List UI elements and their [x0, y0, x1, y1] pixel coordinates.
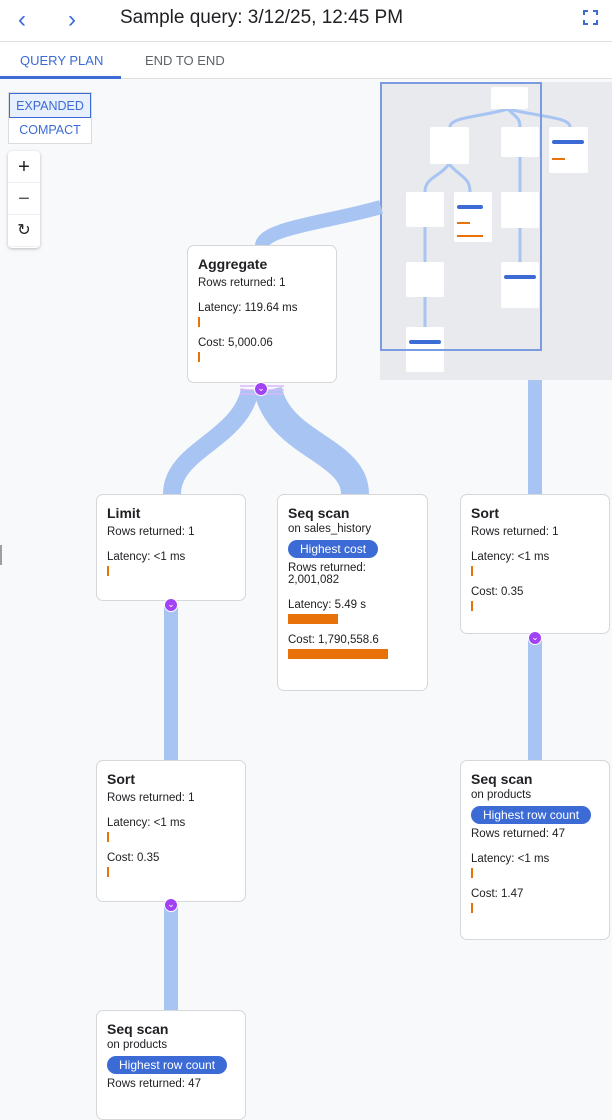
- status-badge: Highest cost: [288, 540, 379, 558]
- node-title: Aggregate: [198, 256, 268, 272]
- fullscreen-icon[interactable]: [583, 10, 598, 25]
- node-limit[interactable]: Limit Rows returned: 1 Latency: <1 ms: [96, 494, 246, 601]
- chevron-down-icon[interactable]: ⌄: [528, 631, 542, 645]
- status-badge: Highest row count: [107, 1056, 228, 1074]
- cost: Cost: 1,790,558.6: [288, 634, 379, 646]
- tab-query-plan[interactable]: QUERY PLAN: [20, 53, 104, 68]
- chevron-down-icon[interactable]: ⌄: [164, 898, 178, 912]
- node-title: Seq scan: [288, 505, 350, 521]
- node-title: Seq scan: [471, 771, 533, 787]
- rows-returned: Rows returned: 47: [471, 828, 565, 840]
- cost-bar: [471, 601, 473, 611]
- table-name: on products: [471, 789, 532, 801]
- status-badge: Highest row count: [471, 806, 592, 824]
- chevron-right-icon[interactable]: ›: [68, 6, 76, 33]
- edge-aggregate-limit: [163, 387, 259, 495]
- node-title: Seq scan: [107, 1021, 169, 1037]
- node-seq-scan-sales-history[interactable]: Seq scan on sales_history Highest cost R…: [277, 494, 428, 691]
- rows-returned: Rows returned: 1: [198, 277, 286, 289]
- latency: Latency: <1 ms: [471, 551, 550, 563]
- scroll-indicator: [0, 545, 2, 565]
- node-sort-left[interactable]: Sort Rows returned: 1 Latency: <1 ms Cos…: [96, 760, 246, 902]
- rows-returned: Rows returned: 1: [107, 526, 195, 538]
- cost: Cost: 0.35: [471, 586, 524, 598]
- view-mode-toggle: EXPANDED COMPACT: [8, 92, 92, 144]
- node-seq-scan-products-left[interactable]: Seq scan on products Highest row count R…: [96, 1010, 246, 1120]
- page-title: Sample query: 3/12/25, 12:45 PM: [120, 7, 404, 28]
- latency-bar: [471, 566, 473, 576]
- edge-aggregate-seqscan: [254, 385, 369, 496]
- node-aggregate[interactable]: Aggregate Rows returned: 1 Latency: 119.…: [187, 245, 337, 383]
- latency: Latency: 5.49 s: [288, 599, 366, 611]
- cost-bar: [471, 903, 473, 913]
- node-title: Sort: [471, 505, 499, 521]
- chevron-left-icon[interactable]: ‹: [18, 6, 26, 33]
- expanded-button[interactable]: EXPANDED: [9, 93, 91, 118]
- header: ‹ › Sample query: 3/12/25, 12:45 PM: [0, 0, 612, 42]
- zoom-controls: + − ↻: [8, 151, 40, 248]
- latency: Latency: <1 ms: [107, 551, 186, 563]
- tab-bar: QUERY PLAN END TO END: [0, 42, 612, 79]
- chevron-down-icon[interactable]: ⌄: [164, 598, 178, 612]
- active-tab-indicator: [0, 76, 121, 79]
- table-name: on products: [107, 1039, 168, 1051]
- cost: Cost: 5,000.06: [198, 337, 273, 349]
- node-seq-scan-products-right[interactable]: Seq scan on products Highest row count R…: [460, 760, 610, 940]
- latency-bar: [288, 614, 338, 624]
- rows-returned: Rows returned: 1: [471, 526, 559, 538]
- minimap[interactable]: [380, 82, 612, 380]
- rows-returned: Rows returned: 47: [107, 1078, 201, 1090]
- cost-bar: [107, 867, 109, 877]
- cost-bar: [288, 649, 388, 659]
- chevron-down-icon[interactable]: ⌄: [254, 382, 268, 396]
- cost-bar: [198, 352, 200, 362]
- reset-icon[interactable]: ↻: [8, 215, 40, 247]
- node-title: Limit: [107, 505, 141, 521]
- latency-bar: [198, 317, 200, 327]
- latency: Latency: <1 ms: [107, 817, 186, 829]
- cost: Cost: 1.47: [471, 888, 524, 900]
- latency: Latency: <1 ms: [471, 853, 550, 865]
- rows-returned: Rows returned: 1: [107, 792, 195, 804]
- compact-button[interactable]: COMPACT: [19, 123, 81, 137]
- minimap-graph: [380, 82, 588, 372]
- latency-bar: [107, 832, 109, 842]
- cost: Cost: 0.35: [107, 852, 160, 864]
- latency-bar: [107, 566, 109, 576]
- rows-returned: 2,001,082: [288, 574, 340, 586]
- zoom-in-icon[interactable]: +: [8, 151, 40, 183]
- rows-returned-label: Rows returned:: [288, 562, 366, 574]
- latency: Latency: 119.64 ms: [198, 302, 298, 314]
- table-name: on sales_history: [288, 523, 372, 535]
- minimap-viewport: [380, 82, 542, 351]
- node-sort-right[interactable]: Sort Rows returned: 1 Latency: <1 ms Cos…: [460, 494, 610, 634]
- node-title: Sort: [107, 771, 135, 787]
- latency-bar: [471, 868, 473, 878]
- edge-aggregate-parent: [255, 200, 383, 249]
- zoom-out-icon[interactable]: −: [8, 183, 40, 215]
- tab-end-to-end[interactable]: END TO END: [145, 53, 225, 68]
